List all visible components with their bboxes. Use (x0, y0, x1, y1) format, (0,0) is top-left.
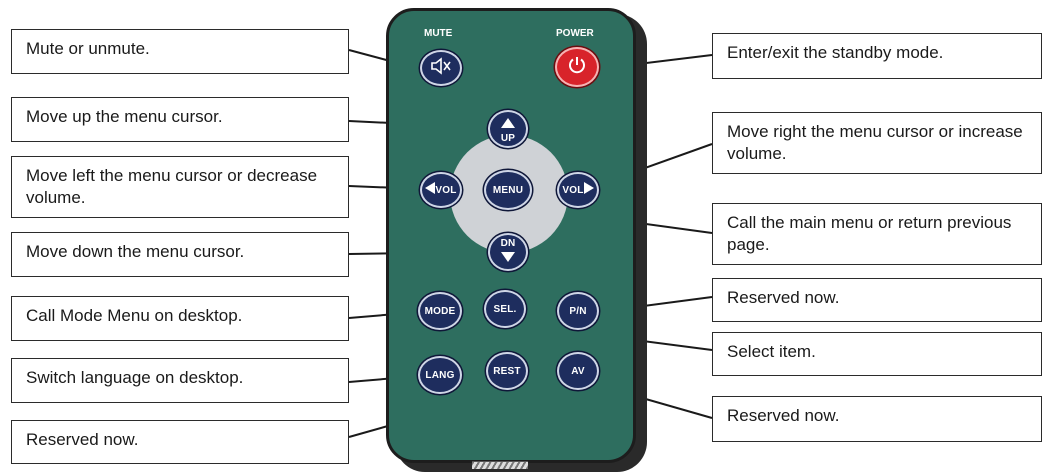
sel-button[interactable]: SEL. (484, 290, 526, 328)
remote-bottom-tab (472, 461, 528, 469)
arrow-down-icon (501, 249, 515, 267)
up-button-label: UP (500, 132, 516, 144)
callout-power: Enter/exit the standby mode. (712, 33, 1042, 79)
mute-button[interactable] (420, 50, 462, 86)
mode-button-label: MODE (424, 305, 456, 317)
vol-down-label: VOL (435, 184, 457, 196)
av-button[interactable]: AV (557, 352, 599, 390)
menu-button[interactable]: MENU (484, 170, 532, 210)
callout-menu: Call the main menu or return previous pa… (712, 203, 1042, 265)
callout-right: Move right the menu cursor or increase v… (712, 112, 1042, 174)
callout-lang: Switch language on desktop. (11, 358, 349, 403)
speaker-muted-icon (430, 56, 452, 80)
arrow-up-icon (501, 115, 515, 133)
menu-button-label: MENU (492, 184, 524, 196)
callout-left: Move left the menu cursor or decrease vo… (11, 156, 349, 218)
callout-sel: Select item. (712, 332, 1042, 376)
mute-label: MUTE (424, 28, 453, 39)
callout-av: Reserved now. (712, 396, 1042, 442)
vol-up-button[interactable]: VOL (557, 172, 599, 208)
callout-up: Move up the menu cursor. (11, 97, 349, 142)
power-label: POWER (556, 28, 594, 39)
callout-mute: Mute or unmute. (11, 29, 349, 74)
pn-button[interactable]: P/N (557, 292, 599, 330)
mode-button[interactable]: MODE (418, 292, 462, 330)
power-icon (566, 54, 588, 81)
av-button-label: AV (571, 365, 585, 377)
vol-up-label: VOL (562, 184, 584, 196)
callout-mode: Call Mode Menu on desktop. (11, 296, 349, 341)
callout-rest: Reserved now. (11, 420, 349, 464)
arrow-left-icon (425, 181, 436, 199)
down-button[interactable]: DN (488, 233, 528, 271)
callout-pn: Reserved now. (712, 278, 1042, 322)
rest-button[interactable]: REST (486, 352, 528, 390)
up-button[interactable]: UP (488, 110, 528, 148)
rest-button-label: REST (493, 365, 521, 377)
arrow-right-icon (583, 181, 594, 199)
lang-button-label: LANG (425, 369, 455, 381)
down-button-label: DN (500, 237, 516, 249)
vol-down-button[interactable]: VOL (420, 172, 462, 208)
power-button[interactable] (555, 47, 599, 87)
lang-button[interactable]: LANG (418, 356, 462, 394)
sel-button-label: SEL. (493, 303, 517, 315)
pn-button-label: P/N (569, 305, 587, 317)
callout-down: Move down the menu cursor. (11, 232, 349, 277)
